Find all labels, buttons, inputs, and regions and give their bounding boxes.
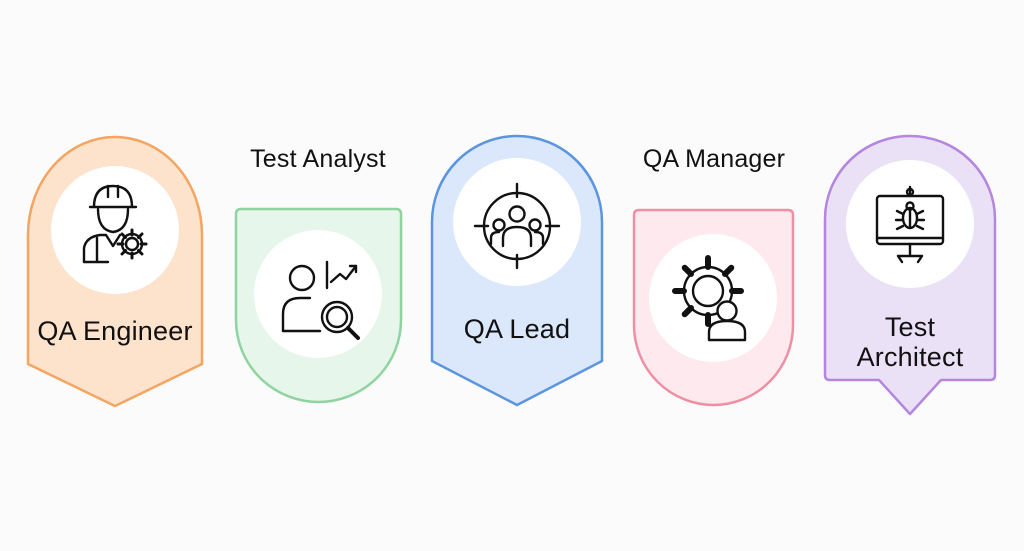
monitor-bug-icon — [875, 185, 945, 264]
role-label-test-analyst: Test Analyst — [250, 145, 386, 173]
team-target-icon — [473, 182, 561, 270]
gear-person-icon — [672, 255, 747, 342]
role-label-qa-lead: QA Lead — [463, 314, 571, 344]
icon-badge-qa-manager — [649, 234, 777, 362]
construction-worker-gear-icon — [82, 184, 148, 264]
role-label-qa-engineer: QA Engineer — [37, 316, 193, 346]
role-card-qa-engineer — [26, 135, 204, 408]
role-card-test-analyst — [234, 207, 403, 404]
role-label-qa-manager: QA Manager — [642, 145, 786, 173]
role-card-qa-manager — [632, 208, 795, 407]
role-label-test-architect-line-2: Architect — [856, 342, 964, 372]
icon-badge-test-analyst — [254, 230, 382, 358]
person-magnifier-chart-icon — [281, 260, 360, 340]
role-card-test-architect — [823, 134, 997, 416]
role-label-test-architect-line-1: Test — [884, 312, 936, 342]
role-card-qa-lead — [430, 134, 604, 407]
role-label-test-architect: Test Architect — [825, 312, 995, 372]
